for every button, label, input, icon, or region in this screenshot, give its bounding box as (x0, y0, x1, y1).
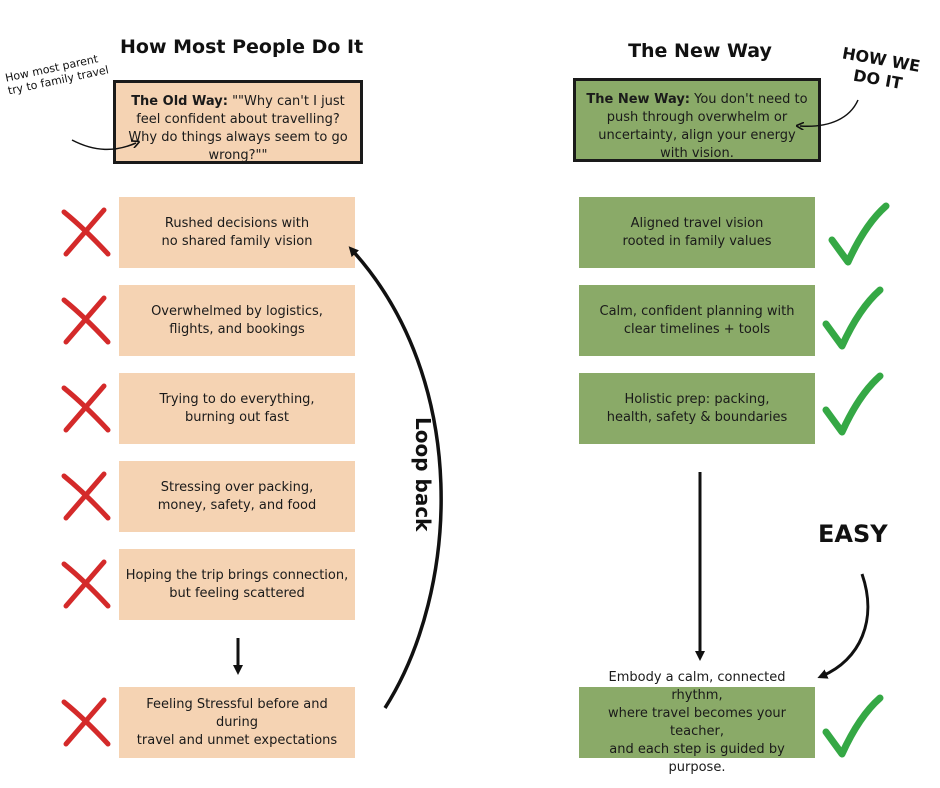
old-way-label: The Old Way: (131, 94, 228, 109)
left-heading: How Most People Do It (120, 36, 364, 58)
left-step-2: Overwhelmed by logistics, flights, and b… (119, 285, 355, 356)
cross-icon (61, 697, 111, 747)
right-step-2: Calm, confident planning with clear time… (579, 285, 815, 356)
left-step-1: Rushed decisions with no shared family v… (119, 197, 355, 268)
left-step-4: Stressing over packing, money, safety, a… (119, 461, 355, 532)
old-way-text: ""Why can't I just feel confident about … (128, 94, 348, 163)
left-note-arrow-icon (71, 139, 136, 151)
left-outcome: Feeling Stressful before and during trav… (119, 687, 355, 758)
check-icon (822, 372, 884, 436)
check-icon (828, 202, 890, 266)
cross-icon (61, 295, 111, 345)
right-note-arrow-icon (800, 99, 859, 126)
loop-back-arrow-icon (348, 246, 443, 709)
new-way-text: You don't need to push through overwhelm… (598, 92, 808, 161)
easy-label: EASY (818, 520, 888, 548)
right-heading: The New Way (628, 40, 772, 62)
check-icon (822, 286, 884, 350)
new-way-box: The New Way: You don't need to push thro… (573, 78, 821, 162)
cross-icon (61, 383, 111, 433)
cross-icon (61, 559, 111, 609)
old-way-box: The Old Way: ""Why can't I just feel con… (113, 80, 363, 164)
left-step-5: Hoping the trip brings connection, but f… (119, 549, 355, 620)
new-way-label: The New Way: (586, 92, 690, 107)
right-step-3: Holistic prep: packing, health, safety &… (579, 373, 815, 444)
right-step-1: Aligned travel vision rooted in family v… (579, 197, 815, 268)
right-outcome: Embody a calm, connected rhythm, where t… (579, 670, 815, 775)
cross-icon (61, 471, 111, 521)
check-icon (822, 694, 884, 758)
left-step-3: Trying to do everything, burning out fas… (119, 373, 355, 444)
easy-arrow-icon (817, 573, 870, 679)
cross-icon (61, 207, 111, 257)
